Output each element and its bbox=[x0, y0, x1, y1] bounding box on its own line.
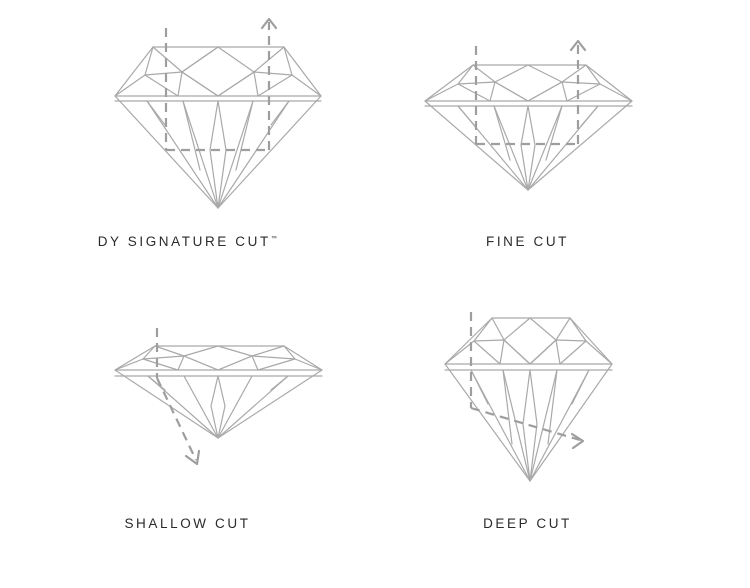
deep-cut-label: DEEP CUT bbox=[340, 516, 715, 531]
deep-diamond-outline bbox=[444, 317, 613, 482]
diamond-panel-shallow: SHALLOW CUT bbox=[0, 294, 375, 588]
signature-light-path bbox=[164, 17, 278, 152]
signature-cut-label: DY SIGNATURE CUT™ bbox=[0, 234, 375, 249]
trademark-mark: ™ bbox=[270, 236, 278, 242]
fine-cut-label: FINE CUT bbox=[340, 234, 715, 249]
fine-light-path bbox=[474, 39, 587, 146]
deep-cut-diagram bbox=[444, 312, 613, 482]
diamond-panel-fine: FINE CUT bbox=[340, 0, 715, 294]
diamond-panel-deep: DEEP CUT bbox=[340, 294, 715, 588]
fine-diamond-outline bbox=[424, 64, 633, 191]
shallow-cut-diagram bbox=[114, 328, 323, 466]
signature-diamond-outline bbox=[114, 46, 322, 209]
shallow-cut-label: SHALLOW CUT bbox=[0, 516, 375, 531]
deep-light-path bbox=[469, 312, 585, 450]
fine-cut-label-text: FINE CUT bbox=[485, 234, 570, 249]
shallow-light-path bbox=[155, 328, 201, 466]
deep-cut-label-text: DEEP CUT bbox=[483, 516, 572, 531]
signature-cut-label-text: DY SIGNATURE CUT bbox=[97, 234, 271, 249]
diamond-panel-signature: DY SIGNATURE CUT™ bbox=[0, 0, 375, 294]
shallow-cut-label-text: SHALLOW CUT bbox=[124, 516, 251, 531]
signature-cut-diagram bbox=[114, 17, 322, 209]
fine-cut-diagram bbox=[424, 39, 633, 191]
shallow-diamond-outline bbox=[114, 345, 323, 439]
